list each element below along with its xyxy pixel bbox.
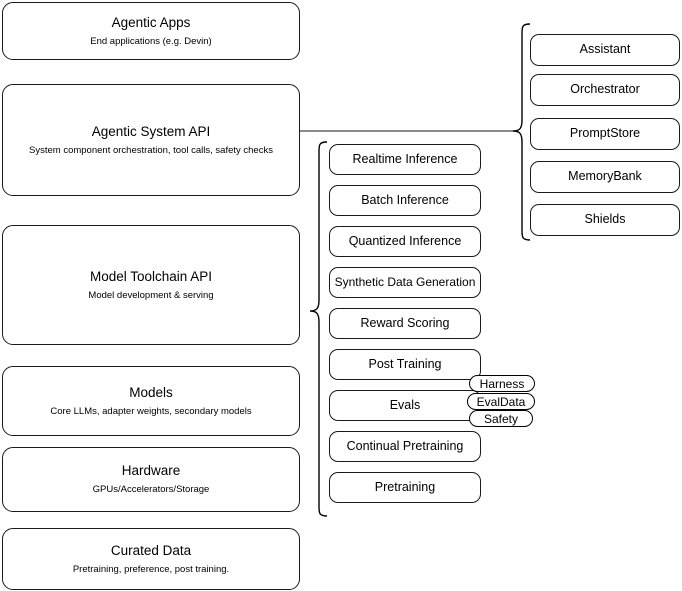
connector-system-api-line [300, 120, 522, 144]
item-label: Assistant [579, 42, 631, 57]
layer-model-toolchain-api[interactable]: Model Toolchain API Model development & … [2, 225, 300, 345]
layer-agentic-system-api[interactable]: Agentic System API System component orch… [2, 84, 300, 196]
toolchain-item-pretraining[interactable]: Pretraining [329, 472, 481, 503]
layer-subtitle: Core LLMs, adapter weights, secondary mo… [50, 405, 252, 417]
item-label: Batch Inference [361, 192, 449, 207]
layer-subtitle: GPUs/Accelerators/Storage [92, 484, 210, 495]
system-item-promptstore[interactable]: PromptStore [530, 118, 680, 150]
layer-subtitle: Model development & serving [88, 289, 214, 301]
system-item-shields[interactable]: Shields [530, 204, 680, 236]
item-label: Synthetic Data Generation [334, 275, 476, 289]
toolchain-item-synthetic-data-generation[interactable]: Synthetic Data Generation [329, 267, 481, 298]
layer-curated-data[interactable]: Curated Data Pretraining, preference, po… [2, 528, 300, 590]
toolchain-item-batch-inference[interactable]: Batch Inference [329, 185, 481, 216]
eval-tag-label: Safety [483, 411, 519, 426]
eval-tag-harness[interactable]: Harness [469, 375, 535, 392]
item-label: Realtime Inference [352, 151, 458, 166]
toolchain-item-realtime-inference[interactable]: Realtime Inference [329, 144, 481, 175]
layer-title: Models [129, 384, 173, 400]
item-label: Evals [389, 397, 421, 412]
item-label: Post Training [368, 356, 442, 371]
toolchain-item-evals[interactable]: Evals [329, 390, 481, 421]
toolchain-item-continual-pretraining[interactable]: Continual Pretraining [329, 431, 481, 462]
item-label: Orchestrator [570, 82, 640, 97]
item-label: Continual Pretraining [346, 438, 464, 453]
brace-toolchain-components [302, 140, 328, 520]
layer-title: Model Toolchain API [89, 268, 213, 284]
item-label: Quantized Inference [348, 233, 462, 248]
item-label: Reward Scoring [360, 315, 450, 330]
item-label: PromptStore [569, 126, 641, 141]
system-item-assistant[interactable]: Assistant [530, 34, 680, 66]
layer-title: Hardware [121, 463, 181, 479]
layer-hardware[interactable]: Hardware GPUs/Accelerators/Storage [2, 447, 300, 512]
layer-agentic-apps[interactable]: Agentic Apps End applications (e.g. Devi… [2, 2, 300, 60]
layer-models[interactable]: Models Core LLMs, adapter weights, secon… [2, 366, 300, 436]
system-item-memorybank[interactable]: MemoryBank [530, 161, 680, 193]
item-label: MemoryBank [568, 169, 642, 184]
item-label: Pretraining [374, 479, 436, 494]
eval-tag-evaldata[interactable]: EvalData [467, 393, 535, 410]
layer-subtitle: End applications (e.g. Devin) [90, 35, 212, 47]
layer-subtitle: System component orchestration, tool cal… [29, 144, 273, 156]
toolchain-item-quantized-inference[interactable]: Quantized Inference [329, 226, 481, 257]
system-item-orchestrator[interactable]: Orchestrator [530, 74, 680, 106]
layer-title: Curated Data [110, 542, 192, 558]
layer-title: Agentic Apps [111, 14, 191, 30]
eval-tag-safety[interactable]: Safety [469, 410, 533, 427]
item-label: Shields [584, 212, 626, 227]
toolchain-item-post-training[interactable]: Post Training [329, 349, 481, 380]
eval-tag-label: Harness [479, 376, 525, 391]
toolchain-item-reward-scoring[interactable]: Reward Scoring [329, 308, 481, 339]
layer-title: Agentic System API [91, 123, 211, 139]
layer-subtitle: Pretraining, preference, post training. [72, 563, 230, 575]
eval-tag-label: EvalData [476, 394, 526, 409]
